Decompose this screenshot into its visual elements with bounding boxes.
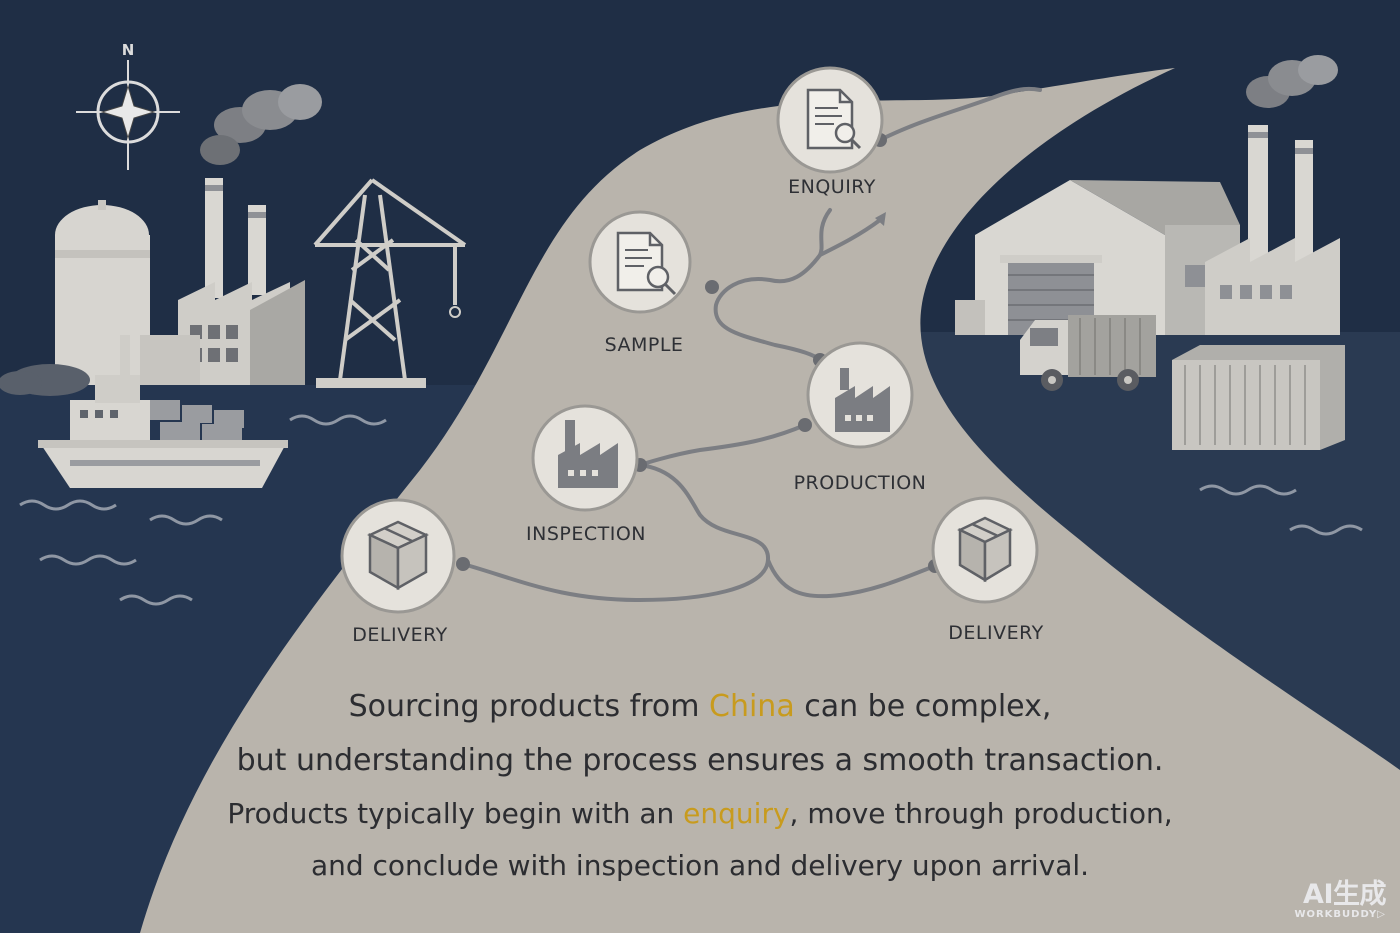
highlight-enquiry: enquiry [683, 797, 790, 830]
document-search-icon [616, 231, 677, 296]
step-node-enquiry [776, 66, 884, 174]
arrow-head-icon [875, 212, 886, 226]
document-search-icon [806, 88, 862, 150]
process-path [461, 86, 1042, 603]
caption-line-1: Sourcing products from China can be comp… [348, 689, 1052, 724]
svg-text:N: N [122, 41, 135, 59]
watermark-sub: WORKBUDDY▷ [1294, 909, 1386, 920]
factory-icon [835, 368, 890, 432]
step-label-delivery-right: DELIVERY [948, 622, 1044, 644]
compass-icon: N [76, 41, 180, 170]
step-label-enquiry: ENQUIRY [788, 176, 876, 198]
caption-line-3: Products typically begin with an enquiry… [227, 797, 1173, 830]
factory-icon [558, 420, 618, 488]
waves [19, 414, 1363, 606]
step-node-delivery-left [340, 498, 456, 614]
watermark: AI生成 WORKBUDDY▷ [1294, 881, 1386, 921]
step-label-inspection: INSPECTION [526, 523, 646, 545]
step-node-inspection [531, 404, 639, 512]
step-label-delivery-left: DELIVERY [352, 624, 448, 646]
highlight-china: China [709, 689, 795, 724]
process-road [140, 68, 1400, 933]
step-label-sample: SAMPLE [604, 334, 684, 356]
step-node-sample [588, 210, 692, 314]
caption: Sourcing products from China can be comp… [0, 680, 1400, 892]
caption-line-4: and conclude with inspection and deliver… [310, 849, 1090, 882]
box-icon [957, 516, 1013, 583]
step-node-production [806, 341, 914, 449]
box-icon [367, 520, 429, 591]
step-label-production: PRODUCTION [793, 472, 927, 494]
right-industrial-scene [955, 55, 1345, 450]
caption-line-2: but understanding the process ensures a … [236, 743, 1164, 778]
watermark-main: AI生成 [1303, 879, 1386, 910]
left-industrial-scene [0, 84, 467, 488]
step-node-delivery-right [931, 496, 1039, 604]
